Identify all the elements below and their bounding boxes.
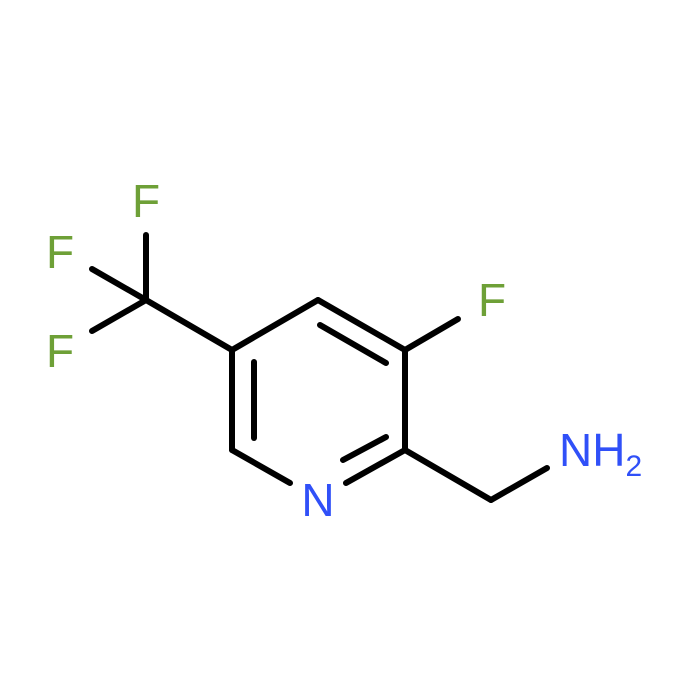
- bond-ch2-n: [488, 465, 550, 503]
- bond-c5-cf3: [143, 297, 235, 353]
- atom-label-cf3-f-lower: F: [46, 325, 74, 377]
- atom-label-n1: N: [301, 474, 334, 526]
- bond-c6-n1: [229, 447, 293, 486]
- atom-label-cf3-f-upper: F: [46, 226, 74, 278]
- bond-n1-c2: [343, 447, 408, 486]
- bond-cf3-f-lower: [89, 297, 149, 334]
- nh2-subscript: 2: [625, 450, 642, 483]
- bond-cf3-f-upper: [89, 266, 149, 303]
- atom-label-cf3-f-top: F: [132, 175, 160, 227]
- bond-n1-c2-inner: [340, 434, 389, 463]
- atom-label-nh2: NH2: [559, 424, 642, 483]
- atom-label-f3: F: [478, 274, 506, 326]
- bond-c3-c4: [315, 297, 408, 353]
- bond-c3-c4-inner: [317, 322, 389, 366]
- bond-c3-f: [402, 316, 461, 353]
- bond-c4-c5: [229, 297, 321, 353]
- nh2-main: NH: [559, 424, 625, 476]
- bond-c2-ch2: [402, 447, 494, 503]
